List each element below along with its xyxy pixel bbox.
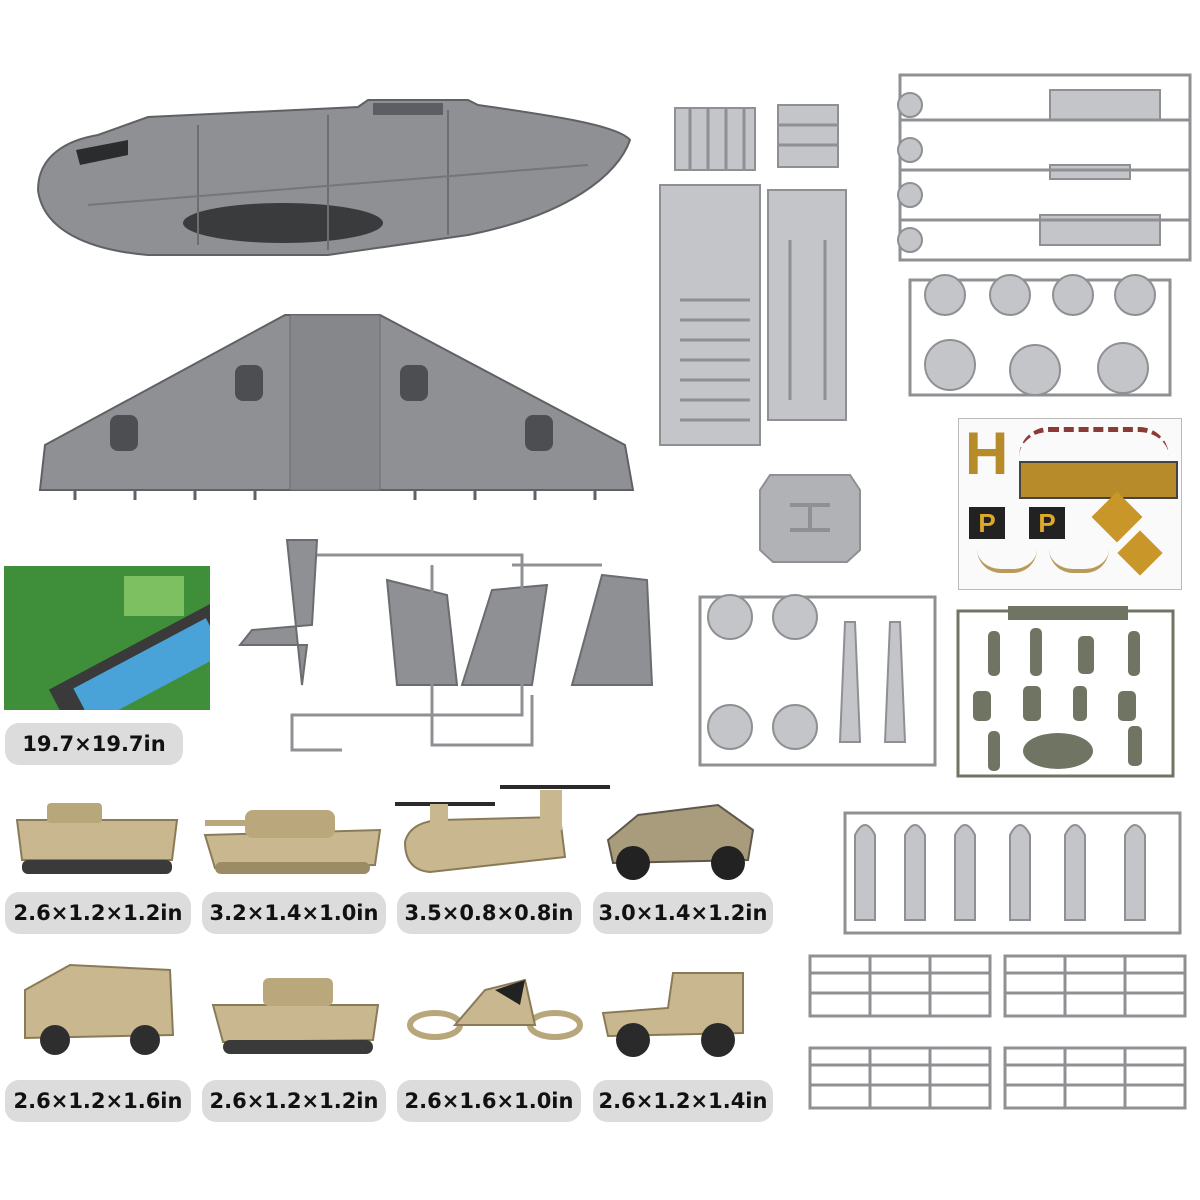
sticker-wings-2 (1049, 549, 1109, 573)
mat-field (124, 576, 184, 616)
soldier-sprue (956, 606, 1175, 778)
vehicle-dims-label-7: 2.6×1.6×1.0in (397, 1080, 581, 1122)
jeep-image (601, 972, 744, 1057)
vehicle-dims-label-4: 3.0×1.4×1.2in (593, 892, 773, 934)
mat-water (73, 618, 210, 710)
sticker-sheet: H P P (958, 418, 1182, 590)
vehicle-dims-label-5: 2.6×1.2×1.6in (5, 1080, 191, 1122)
airplane-fuselage (36, 99, 632, 256)
sticker-p-letter: P (969, 507, 1005, 539)
sticker-stripe (1019, 461, 1178, 499)
sticker-p-letter-2: P (1029, 507, 1065, 539)
weapon-sprue (897, 73, 1192, 262)
door-plate (759, 474, 861, 563)
amphibious-tank-image (15, 803, 179, 874)
sticker-shield-2 (1117, 530, 1163, 576)
play-mat (4, 566, 210, 710)
hover-craft-image (407, 978, 583, 1040)
mat-size-label: 19.7×19.7in (5, 723, 183, 765)
airplane-wings (38, 314, 635, 500)
light-tank-image (211, 978, 380, 1054)
armored-truck-image (24, 963, 175, 1055)
ladder-parts (659, 104, 847, 446)
vehicle-dims-label-1: 2.6×1.2×1.2in (5, 892, 191, 934)
sticker-wings (977, 549, 1037, 573)
vehicle-dims-label-8: 2.6×1.2×1.4in (593, 1080, 773, 1122)
missile-sprue (698, 594, 937, 767)
sticker-h-letter: H (965, 420, 1009, 487)
off-road-buggy-image (606, 803, 755, 880)
vehicle-dims-label-3: 3.5×0.8×0.8in (397, 892, 581, 934)
main-battle-tank-image (203, 810, 382, 874)
bomb-sprue (843, 811, 1182, 935)
sticker-arch (1019, 427, 1169, 462)
tail-sprue (237, 539, 654, 752)
vehicle-dims-label-2: 3.2×1.4×1.0in (202, 892, 386, 934)
vehicle-dims-label-6: 2.6×1.2×1.2in (202, 1080, 386, 1122)
chinook-helicopter-image (395, 785, 610, 874)
wheel-sprue (908, 274, 1172, 397)
fence-set (808, 954, 1187, 1110)
